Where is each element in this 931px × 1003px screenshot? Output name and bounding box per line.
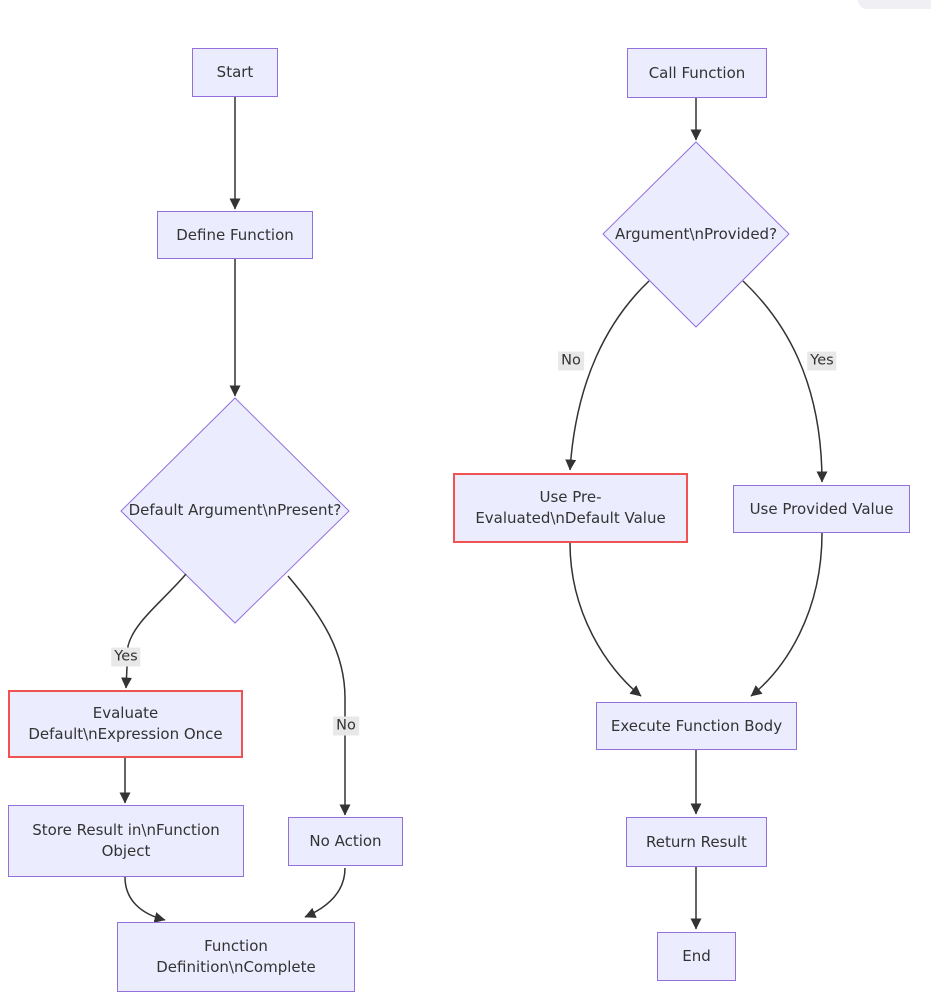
edge-noaction-complete bbox=[304, 867, 346, 918]
node-execute-function-body-label: Execute Function Body bbox=[610, 716, 783, 735]
edge-label-no-left: No bbox=[333, 716, 359, 736]
node-define-function-label: Define Function bbox=[176, 225, 294, 244]
node-evaluate-default: Evaluate Default\nExpression Once bbox=[8, 690, 243, 758]
decision-argument-provided-label: Argument\nProvided? bbox=[614, 225, 778, 243]
edge-label-no-right: No bbox=[558, 351, 584, 371]
edge-decision-yes-evaluate bbox=[121, 573, 187, 689]
decision-default-argument-shape bbox=[120, 397, 350, 624]
node-function-definition-complete-line2: Definition\nComplete bbox=[156, 958, 316, 976]
node-start: Start bbox=[192, 48, 278, 97]
edge-label-yes-right: Yes bbox=[807, 351, 837, 371]
node-function-definition-complete-line1: Function bbox=[204, 937, 268, 955]
node-use-pre-evaluated-line2: Evaluated\nDefault Value bbox=[475, 509, 666, 527]
node-call-function: Call Function bbox=[627, 48, 767, 98]
node-evaluate-default-line1: Evaluate bbox=[92, 704, 159, 722]
node-store-result-line1: Store Result in\nFunction bbox=[32, 821, 220, 839]
node-execute-function-body: Execute Function Body bbox=[596, 702, 797, 750]
edge-store-complete bbox=[124, 876, 166, 923]
decision-default-argument-label: Default Argument\nPresent? bbox=[128, 501, 342, 519]
edge-useprovided-execute bbox=[750, 532, 823, 697]
node-use-provided-value-label: Use Provided Value bbox=[749, 499, 894, 518]
node-function-definition-complete: Function Definition\nComplete bbox=[117, 922, 355, 992]
node-return-result-label: Return Result bbox=[646, 832, 747, 851]
corner-ui-fragment[interactable] bbox=[858, 0, 931, 9]
node-evaluate-default-line2: Default\nExpression Once bbox=[28, 725, 223, 743]
edge-decision-no-noaction bbox=[287, 575, 351, 816]
edge-decision-yes-useprovided bbox=[742, 280, 828, 483]
node-use-pre-evaluated: Use Pre- Evaluated\nDefault Value bbox=[453, 473, 688, 543]
node-use-provided-value: Use Provided Value bbox=[733, 485, 910, 533]
node-no-action: No Action bbox=[288, 817, 403, 866]
node-return-result: Return Result bbox=[626, 817, 767, 867]
edge-decision-no-usepre bbox=[565, 280, 650, 471]
node-call-function-label: Call Function bbox=[648, 63, 746, 82]
node-store-result: Store Result in\nFunction Object bbox=[8, 805, 244, 877]
node-store-result-line2: Object bbox=[101, 842, 151, 860]
node-use-pre-evaluated-line1: Use Pre- bbox=[539, 488, 602, 506]
node-end: End bbox=[657, 932, 736, 981]
decision-argument-provided-shape bbox=[602, 141, 790, 328]
edge-usepre-execute bbox=[569, 542, 642, 697]
node-end-label: End bbox=[682, 947, 711, 965]
node-define-function: Define Function bbox=[157, 211, 313, 259]
edge-label-yes-left: Yes bbox=[111, 647, 141, 667]
node-no-action-label: No Action bbox=[309, 832, 382, 850]
node-start-label: Start bbox=[216, 63, 254, 81]
